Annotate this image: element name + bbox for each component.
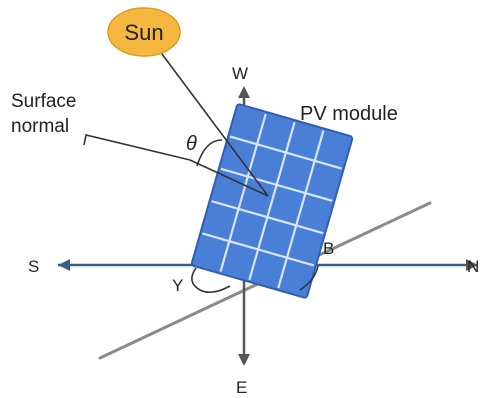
pv-panel-row-divider [220, 167, 333, 202]
pv-panel-row-divider [229, 135, 342, 170]
beta-label: B [323, 239, 334, 258]
sun-ray-line [155, 45, 269, 197]
east-label: E [236, 378, 247, 397]
pv-panel-row-divider [211, 200, 324, 235]
west-label: W [232, 64, 248, 83]
north-arrowhead [466, 259, 478, 271]
pv-panel-column-divider [277, 130, 325, 289]
west-arrowhead [238, 86, 250, 98]
south-label: S [28, 257, 39, 276]
beta-arc [299, 265, 319, 291]
sun-icon [107, 7, 181, 57]
gamma-label: Y [172, 276, 183, 295]
surface-normal-label-line2: normal [11, 116, 69, 137]
pv-panel-column-divider [219, 113, 267, 272]
sun-label: Sun [124, 20, 163, 45]
pv-panel [190, 103, 354, 299]
pv-panel-cell-grid [202, 113, 342, 289]
south-arrowhead [58, 259, 70, 271]
surface-normal-pointer [83, 134, 191, 161]
gamma-arc [191, 267, 231, 294]
theta-arc [196, 139, 223, 167]
east-arrowhead [238, 354, 250, 366]
pv-module-label: PV module [300, 103, 398, 125]
pv-panel-row-divider [202, 232, 315, 267]
theta-label: θ [186, 133, 197, 155]
pv-panel-column-divider [248, 121, 296, 281]
surface-normal-line [189, 159, 269, 197]
surface-normal-label-line1: Surface [11, 91, 76, 112]
north-label: N [467, 257, 479, 276]
